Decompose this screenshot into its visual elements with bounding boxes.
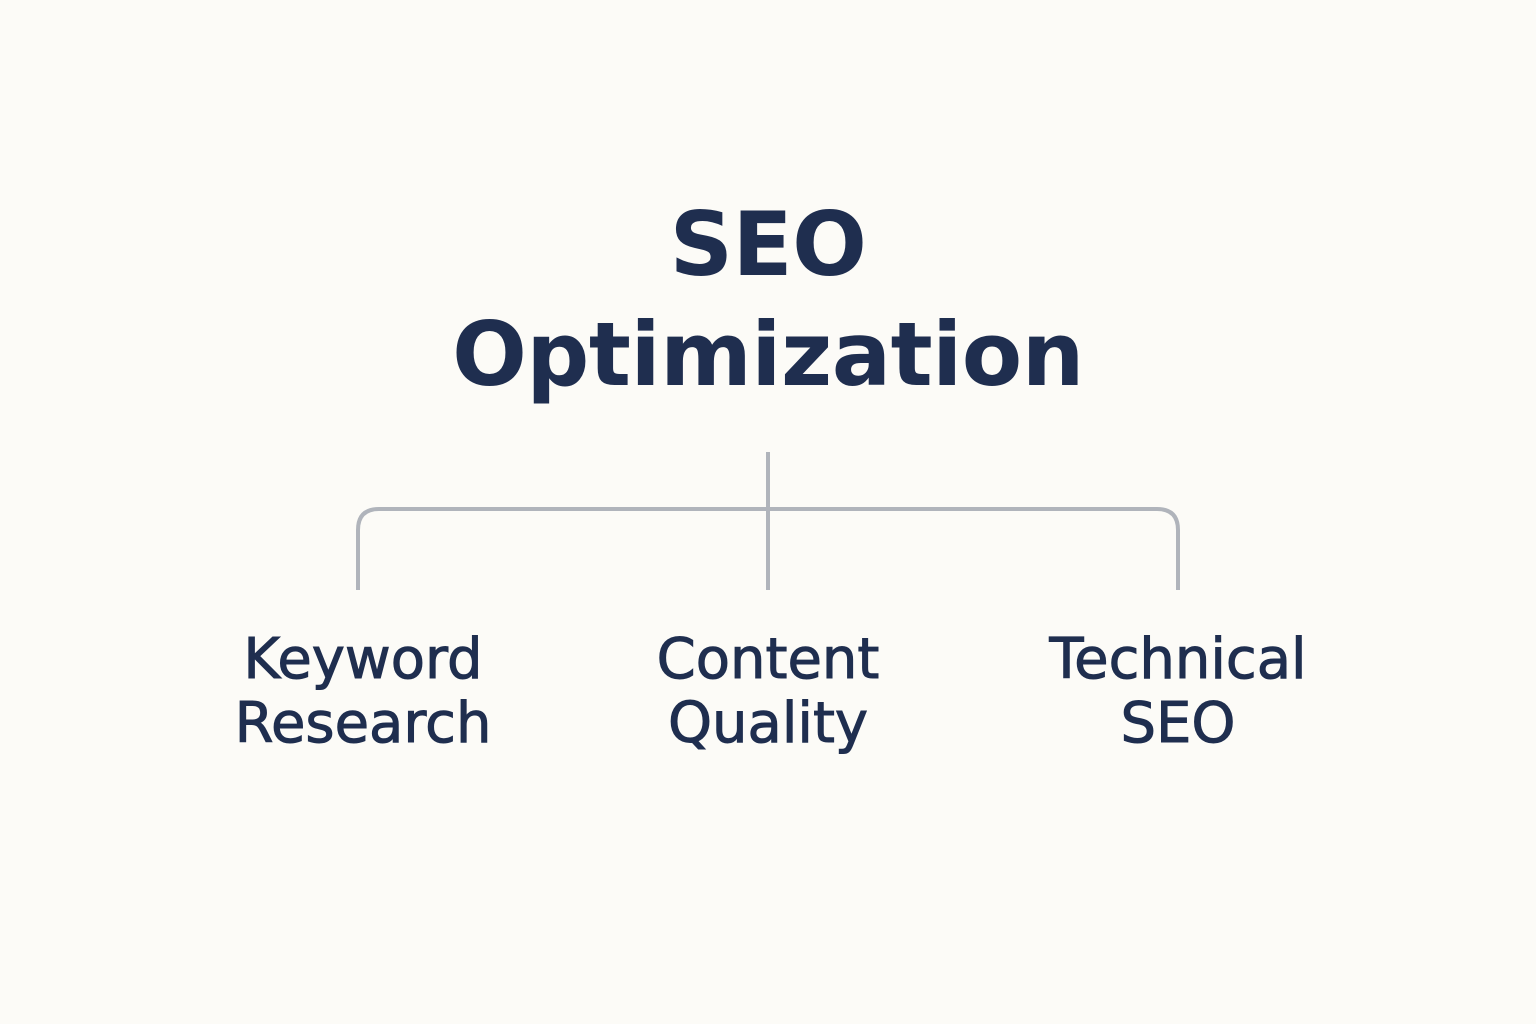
root-title-line-1: SEO (669, 193, 867, 296)
child-label-line-1: Content (656, 627, 880, 692)
child-label-line-1: Keyword (243, 627, 483, 692)
child-label-line-1: Technical (1049, 627, 1307, 692)
root-node-title: SEO Optimization (368, 190, 1168, 410)
child-node-keyword-research: Keyword Research (173, 627, 553, 756)
child-node-content-quality: Content Quality (578, 627, 958, 756)
root-title-line-2: Optimization (452, 303, 1084, 406)
child-label-line-2: SEO (1120, 691, 1236, 756)
child-label-line-2: Research (234, 691, 492, 756)
connector-bracket (356, 507, 1180, 590)
child-label-line-2: Quality (667, 691, 869, 756)
child-node-technical-seo: Technical SEO (988, 627, 1368, 756)
